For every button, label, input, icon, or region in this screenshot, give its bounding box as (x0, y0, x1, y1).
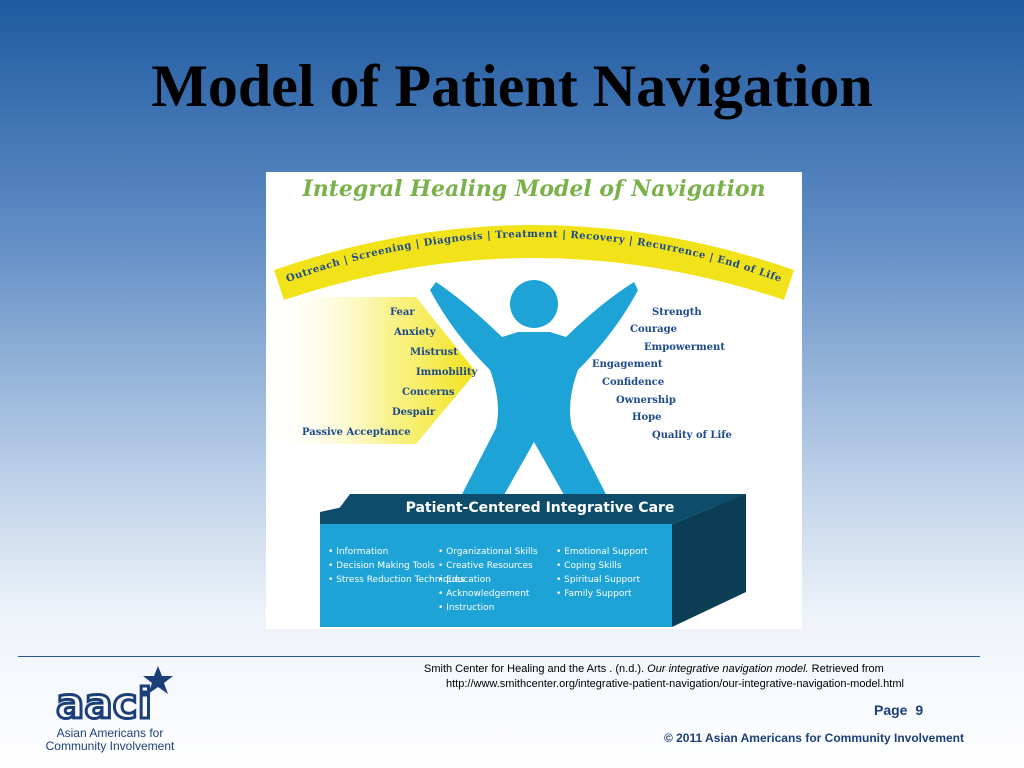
star-icon (143, 666, 173, 694)
citation-prefix: Smith Center for Healing and the Arts . … (424, 663, 648, 675)
citation-title: Our integrative navigation model. (647, 663, 809, 675)
logo-caption-line2: Community Involvement (45, 739, 175, 753)
slide-title: Model of Patient Navigation (151, 53, 873, 119)
barrier-word: Concerns (402, 387, 455, 398)
citation: Smith Center for Healing and the Arts . … (424, 662, 984, 692)
barrier-word: Passive Acceptance (302, 427, 411, 438)
footer-divider (18, 656, 980, 657)
navigation-model-figure: Integral Healing Model of Navigation Out… (266, 172, 802, 629)
aaci-logo: aaci (55, 666, 173, 730)
logo-word: aaci (56, 679, 152, 728)
figure-heading: Integral Healing Model of Navigation (301, 176, 765, 202)
care-item: • Spiritual Support (556, 575, 640, 585)
care-item: • Emotional Support (556, 547, 648, 557)
outcome-word: Strength (652, 307, 702, 318)
care-item: • Family Support (556, 589, 632, 599)
copyright: © 2011 Asian Americans for Community Inv… (663, 731, 964, 745)
outcome-word: Quality of Life (652, 430, 732, 441)
care-item: • Education (438, 575, 491, 585)
page-label: Page (874, 702, 908, 718)
logo-caption: Asian Americans for Community Involvemen… (40, 727, 180, 753)
page-number: 9 (915, 702, 924, 718)
outcome-word: Ownership (616, 395, 676, 406)
logo-caption-line1: Asian Americans for (56, 726, 164, 740)
barrier-word: Mistrust (410, 347, 458, 358)
care-item: • Coping Skills (556, 561, 622, 571)
care-item: • Decision Making Tools (328, 561, 435, 571)
progress-arrow (266, 297, 476, 444)
care-item: • Acknowledgement (438, 589, 530, 599)
care-item: • Information (328, 547, 388, 557)
outcome-word-list: StrengthCourageEmpowermentEngagementConf… (592, 307, 732, 441)
care-item: • Organizational Skills (438, 547, 538, 557)
barrier-word: Fear (390, 307, 415, 318)
care-item: • Instruction (438, 603, 494, 613)
barrier-word-list: FearAnxietyMistrustImmobilityConcernsDes… (302, 307, 479, 438)
outcome-word: Courage (630, 324, 677, 335)
care-columns: • Information • Decision Making Tools • St… (328, 547, 648, 613)
outcome-word: Confidence (602, 377, 664, 388)
care-base-box (320, 494, 746, 627)
care-item: • Creative Resources (438, 561, 533, 571)
outcome-word: Hope (632, 412, 661, 423)
base-title: Patient-Centered Integrative Care (406, 500, 675, 516)
barrier-word: Immobility (416, 367, 479, 378)
citation-url: http://www.smithcenter.org/integrative-p… (446, 678, 904, 690)
barrier-word: Despair (392, 407, 436, 418)
barrier-word: Anxiety (393, 327, 437, 338)
outcome-word: Engagement (592, 359, 663, 370)
care-item: • Stress Reduction Techniques (328, 575, 465, 585)
continuum-arc (274, 225, 794, 300)
person-figure (430, 280, 638, 502)
page-indicator: Page 9 (870, 702, 923, 718)
outcome-word: Empowerment (644, 342, 725, 353)
citation-suffix: Retrieved from (808, 663, 884, 675)
